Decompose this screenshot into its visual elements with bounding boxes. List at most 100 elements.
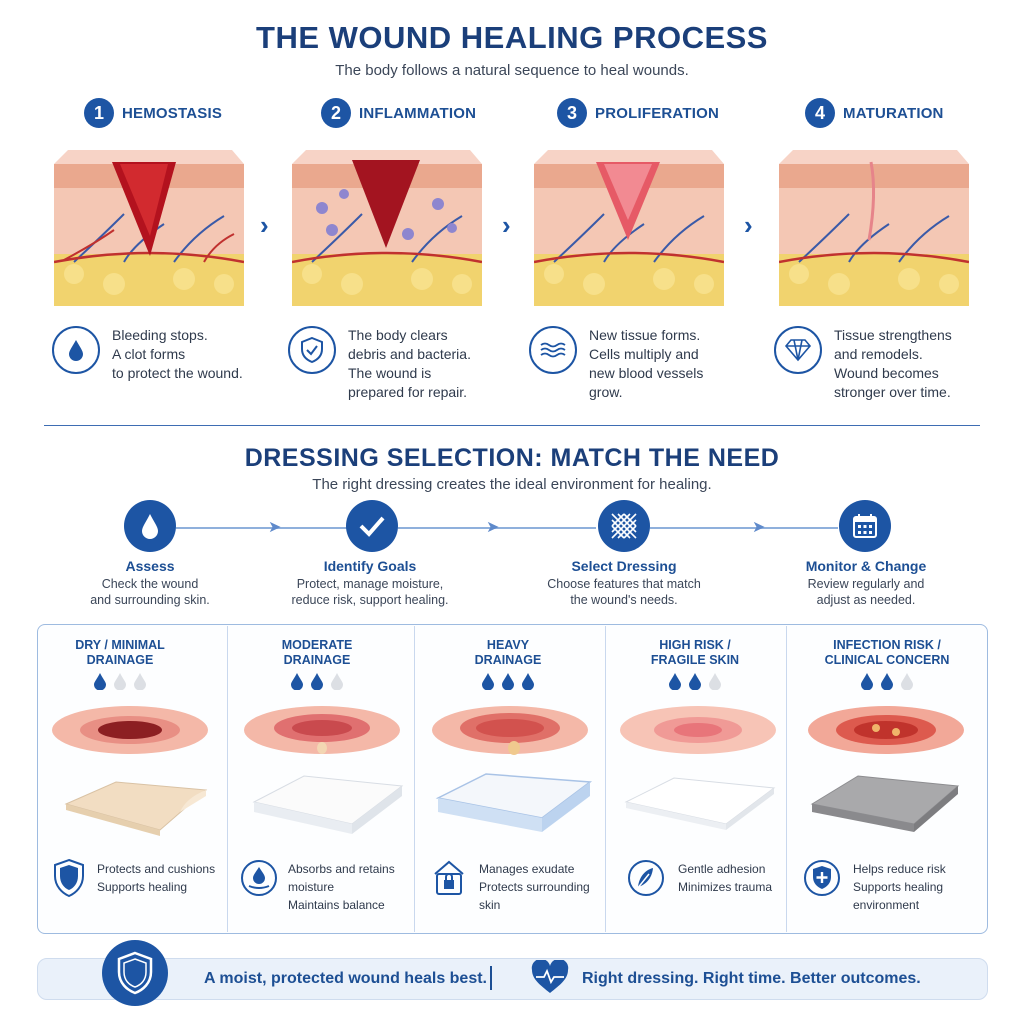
- stage-header-inflammation: 2 INFLAMMATION: [321, 98, 476, 128]
- arrow-right-icon: ➤: [268, 519, 282, 536]
- description-line: adjust as needed.: [816, 593, 916, 607]
- description-line: Wound becomes: [834, 365, 939, 381]
- description-line: and surrounding skin.: [90, 593, 210, 607]
- description-line: debris and bacteria.: [348, 346, 471, 362]
- drop-filled-icon: [881, 673, 893, 690]
- stage-number-badge: 3: [557, 98, 587, 128]
- drop-filled-icon: [311, 673, 323, 690]
- description-line: prepared for repair.: [348, 384, 468, 400]
- description-line: A clot forms: [112, 346, 186, 362]
- category-benefits: Protects and cushions Supports healing: [97, 860, 227, 896]
- waves-icon: [529, 326, 577, 374]
- drop-filled-icon: [669, 673, 681, 690]
- category-title-dry: DRY / MINIMAL DRAINAGE: [30, 638, 210, 668]
- description-line: The wound is: [348, 365, 432, 381]
- shield-icon: [50, 857, 88, 899]
- step-title-identify-goals: Identify Goals: [323, 558, 417, 574]
- diamond-icon: [774, 326, 822, 374]
- description-line: Bleeding stops.: [112, 327, 208, 343]
- silicone-dressing-illustration: [624, 777, 776, 830]
- chevron-right-icon: ›: [502, 210, 511, 240]
- footer-separator: [490, 966, 492, 990]
- heart-icon: [531, 960, 569, 993]
- shield-icon: [102, 940, 168, 1006]
- benefit-line: Supports healing: [853, 880, 944, 894]
- footer-message-right: Right dressing. Right time. Better outco…: [582, 970, 921, 987]
- drop-filled-icon: [94, 673, 106, 690]
- description-line: The body clears: [348, 327, 448, 343]
- benefit-line: Gentle adhesion: [678, 862, 766, 876]
- drop-empty-icon: [709, 673, 721, 690]
- column-divider: [414, 626, 415, 932]
- category-benefits: Gentle adhesion Minimizes trauma: [678, 860, 808, 896]
- high-absorbency-dressing-illustration: [435, 773, 593, 832]
- stage-description-proliferation: New tissue forms. Cells multiply and new…: [529, 326, 703, 402]
- column-divider: [227, 626, 228, 932]
- title-line: DRAINAGE: [283, 653, 351, 667]
- inflammation-tissue-illustration: [292, 150, 482, 306]
- drop-empty-icon: [901, 673, 913, 690]
- stage-name: MATURATION: [843, 104, 944, 122]
- category-benefits: Absorbs and retains moisture Maintains b…: [288, 860, 418, 914]
- description-line: stronger over time.: [834, 384, 951, 400]
- checkmark-icon: [346, 500, 398, 552]
- drainage-level-indicator: [605, 672, 785, 690]
- drainage-level-indicator: [30, 672, 210, 690]
- fragile-skin-wound-illustration: [620, 706, 776, 754]
- drop-filled-icon: [522, 673, 534, 690]
- title-line: INFECTION RISK /: [833, 638, 941, 652]
- benefit-line: Protects and cushions: [97, 862, 216, 876]
- footer-message-left: A moist, protected wound heals best.: [204, 970, 487, 987]
- title-line: HIGH RISK /: [659, 638, 731, 652]
- step-title-select-dressing: Select Dressing: [571, 558, 677, 574]
- shield-check-icon: [288, 326, 336, 374]
- absorbent-dressing-illustration: [252, 775, 404, 834]
- description-line: Check the wound: [101, 577, 199, 591]
- title-line: CLINICAL CONCERN: [824, 653, 950, 667]
- stage-name: PROLIFERATION: [595, 104, 719, 122]
- section-title: DRESSING SELECTION: MATCH THE NEED: [244, 444, 780, 472]
- benefit-line: Helps reduce risk: [853, 862, 946, 876]
- title-line: DRAINAGE: [86, 653, 154, 667]
- stage-description-maturation: Tissue strengthens and remodels. Wound b…: [774, 326, 952, 402]
- step-description-identify-goals: Protect, manage moisture, reduce risk, s…: [270, 576, 470, 608]
- step-description-select-dressing: Choose features that match the wound's n…: [524, 576, 724, 608]
- category-title-infection-risk: INFECTION RISK / CLINICAL CONCERN: [797, 638, 977, 668]
- moderate-wound-illustration: [244, 706, 400, 754]
- drop-filled-icon: [689, 673, 701, 690]
- description-line: grow.: [589, 384, 623, 400]
- stage-name: INFLAMMATION: [359, 104, 477, 122]
- category-benefits: Manages exudate Protects surrounding ski…: [479, 860, 609, 914]
- description-line: Tissue strengthens: [834, 327, 952, 343]
- stage-header-proliferation: 3 PROLIFERATION: [557, 98, 719, 128]
- feather-icon: [627, 857, 665, 899]
- stage-description-hemostasis: Bleeding stops. A clot forms to protect …: [52, 326, 243, 383]
- page-subtitle: The body follows a natural sequence to h…: [335, 62, 689, 79]
- drainage-level-indicator: [418, 672, 598, 690]
- drop-hand-icon: [240, 857, 278, 899]
- benefit-line: environment: [853, 898, 920, 912]
- shield-plus-icon: [803, 857, 841, 899]
- stage-description-inflammation: The body clears debris and bacteria. The…: [288, 326, 471, 402]
- stage-number-badge: 4: [805, 98, 835, 128]
- stage-number-badge: 2: [321, 98, 351, 128]
- arrow-right-icon: ➤: [486, 519, 500, 536]
- title-line: DRY / MINIMAL: [75, 638, 165, 652]
- step-description-monitor-change: Review regularly and adjust as needed.: [766, 576, 966, 608]
- title-line: MODERATE: [281, 638, 353, 652]
- chevron-right-icon: ›: [260, 210, 269, 240]
- proliferation-tissue-illustration: [534, 150, 724, 306]
- dry-wound-illustration: [52, 706, 208, 754]
- title-line: FRAGILE SKIN: [650, 653, 740, 667]
- maturation-tissue-illustration: [779, 150, 969, 306]
- lock-icon: [430, 857, 468, 899]
- stage-header-hemostasis: 1 HEMOSTASIS: [84, 98, 222, 128]
- benefit-line: skin: [479, 898, 501, 912]
- section-divider: [44, 425, 980, 426]
- arrow-right-icon: ➤: [752, 519, 766, 536]
- flow-connector: [176, 527, 348, 529]
- flow-connector: [650, 527, 838, 529]
- benefit-line: Absorbs and retains: [288, 862, 395, 876]
- step-title-assess: Assess: [125, 558, 175, 574]
- category-title-high-risk: HIGH RISK / FRAGILE SKIN: [605, 638, 785, 668]
